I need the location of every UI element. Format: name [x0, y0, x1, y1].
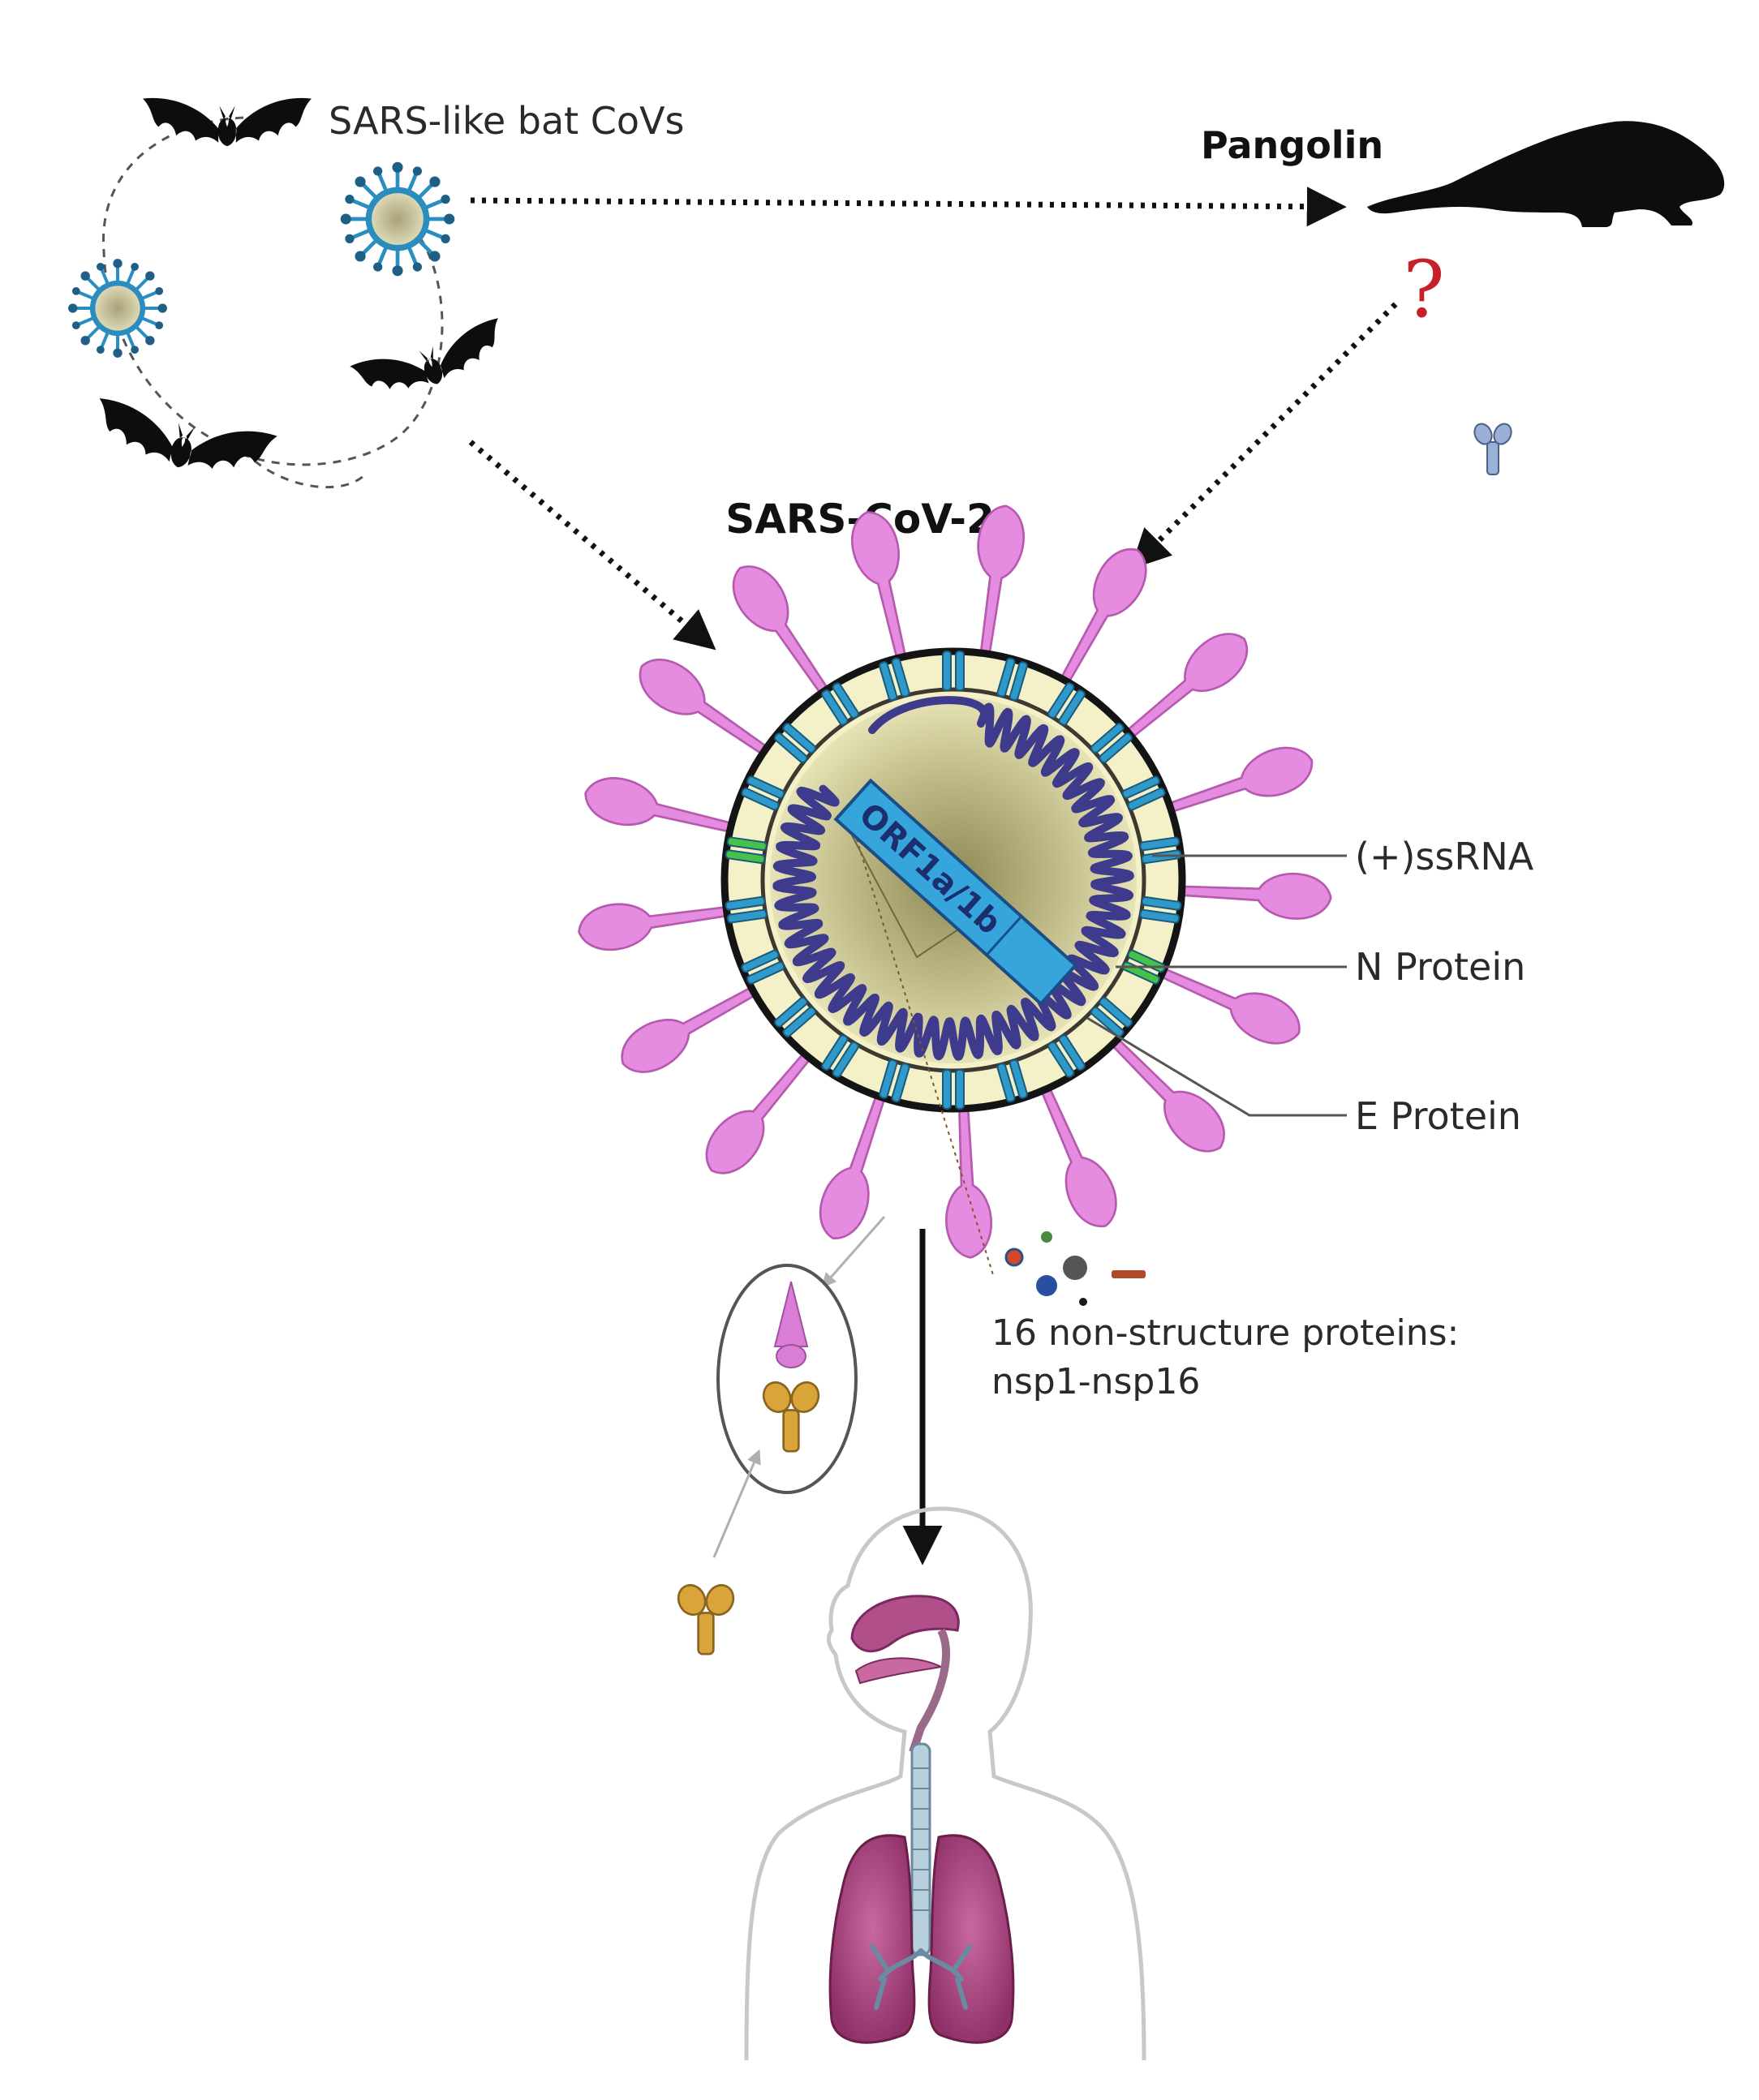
inset-pointer-arrow [821, 1216, 886, 1288]
oral-cavity [854, 1657, 944, 1685]
spike-protein-icon [1043, 538, 1159, 695]
right-lung [927, 1834, 1015, 2044]
spike-protein-icon [810, 1086, 904, 1247]
nasal-cavity [850, 1595, 960, 1653]
m-protein-marker [725, 895, 768, 924]
arrow-bat-to-pangolin [470, 187, 1347, 227]
m-protein-marker [1139, 895, 1182, 924]
membrane-proteins [725, 651, 1182, 1110]
pharynx [909, 1628, 950, 1754]
m-protein-marker [821, 682, 859, 726]
internal-thin-line [851, 835, 966, 959]
spike-protein-icon [1112, 621, 1260, 754]
nsp-dot [1063, 1256, 1087, 1280]
nsp-bar [1112, 1270, 1146, 1278]
n-protein-label: N Protein [1355, 945, 1525, 989]
non-structural-proteins: 16 non-structure proteins: nsp1-nsp16 [991, 1231, 1459, 1402]
m-protein-marker [1121, 775, 1166, 811]
left-lung [828, 1834, 916, 2044]
m-protein-marker [774, 723, 817, 763]
e-protein-marker [725, 836, 768, 865]
m-protein-marker [774, 997, 817, 1037]
spike-protein-icon [610, 968, 768, 1084]
e-protein-label: E Protein [1355, 1094, 1521, 1138]
arrow-pangolin-to-sars-cov-2 [1130, 302, 1398, 569]
pangolin-label: Pangolin [1201, 123, 1383, 167]
arrow-bat-to-sars-cov-2 [468, 440, 716, 651]
m-protein-marker [942, 651, 965, 691]
bat-reservoir-cycle: SARS-like bat CoVs [68, 97, 685, 489]
bat-icon [88, 397, 277, 487]
structure-callouts: (+)ssRNA N Protein E Protein [1086, 835, 1534, 1138]
m-protein-marker [942, 1069, 965, 1110]
human-respiratory-system [744, 1506, 1146, 2061]
nsp-dot [1041, 1231, 1052, 1243]
transmission-arrows [468, 187, 1398, 651]
m-protein-marker [741, 949, 785, 985]
antibody-pointer-arrow [712, 1449, 761, 1558]
internal-dashed-line [847, 810, 995, 1278]
m-protein-marker [879, 1059, 910, 1103]
nsp-label-line2: nsp1-nsp16 [991, 1361, 1200, 1402]
spike-protein-icon [693, 1038, 828, 1187]
m-protein-marker [1047, 682, 1086, 726]
inset-spike-base [776, 1344, 806, 1368]
m-protein-marker [996, 1059, 1028, 1103]
ssrna-label: (+)ssRNA [1355, 835, 1534, 878]
small-antibody-icon [1473, 423, 1512, 475]
spike-protein-icon [1159, 737, 1321, 831]
pangolin-group: Pangolin ? [1201, 121, 1725, 475]
bat-coronavirus-icon [68, 259, 167, 358]
m-protein-marker [1090, 723, 1133, 763]
question-mark: ? [1403, 244, 1444, 335]
inner-membrane-ring [760, 687, 1146, 1073]
m-protein-marker [1090, 997, 1133, 1037]
bronchi [870, 1944, 972, 2010]
spike-protein-icon [1177, 867, 1334, 922]
spike-protein-icon [627, 646, 781, 772]
ssrna-genome [772, 696, 1134, 1061]
spike-protein-icon [574, 887, 733, 956]
pangolin-icon [1367, 121, 1725, 227]
inset-ellipse [716, 1264, 858, 1494]
m-protein-marker [996, 657, 1028, 702]
bat-coronavirus-icon [341, 162, 455, 277]
bat-icon [350, 317, 512, 408]
bat-cycle-dashed-loop [102, 116, 444, 466]
spike-protein-icon [720, 554, 845, 707]
bat-covs-label: SARS-like bat CoVs [329, 99, 685, 143]
m-protein-marker [879, 657, 910, 702]
spike-protein-icon [578, 770, 740, 852]
bat-icon [143, 97, 312, 147]
m-protein-marker [1047, 1034, 1086, 1078]
e-protein-leader [1086, 1016, 1347, 1117]
nsp-dot [1004, 1248, 1024, 1267]
receptor-binding-inset [673, 1216, 886, 1656]
nsp-dot [1079, 1298, 1087, 1306]
free-antibody-icon [673, 1579, 738, 1656]
nsp-label-line1: 16 non-structure proteins: [991, 1312, 1459, 1354]
nsp-dot [1036, 1275, 1057, 1296]
bat-cycle-dashed-tail [242, 449, 367, 489]
m-protein-marker [741, 775, 785, 811]
human-outline [744, 1506, 1146, 2061]
sars-cov-2-virion: SARS-CoV-2 ORF1a/1b [574, 496, 1334, 1278]
spike-protein-icon [940, 1104, 995, 1260]
m-protein-marker [821, 1034, 859, 1078]
spike-protein-icon [1022, 1076, 1128, 1236]
